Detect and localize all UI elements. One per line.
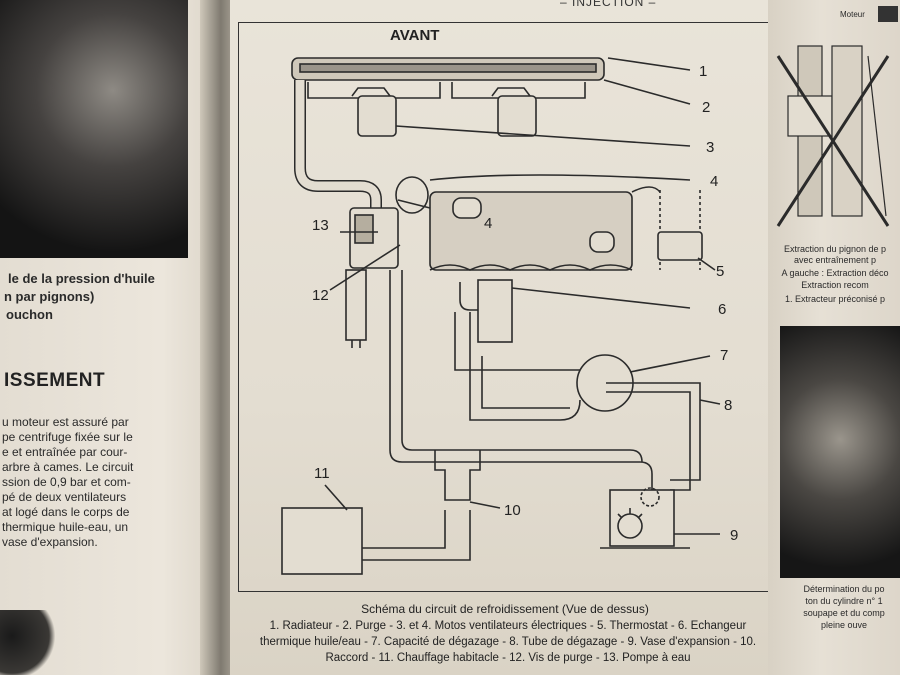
section-tab-icon [878,6,898,22]
diagram-caption-legend: 1. Radiateur - 2. Purge - 3. et 4. Motos… [238,618,778,666]
callout-7: 7 [720,347,728,364]
right-caption-line: avec entraînement p [793,255,877,265]
right-bottom-line: soupape et du comp [803,608,885,618]
diagram-caption-title: Schéma du circuit de refroidissement (Vu… [361,602,649,616]
right-page: Moteur Extraction du pignon de p avec en… [768,0,900,675]
right-bottom-line: Détermination du po [803,584,885,594]
left-bold-line-3: ouchon [6,307,53,322]
left-body-line: pé de deux ventilateurs [2,490,127,504]
callout-3: 3 [706,139,714,156]
callout-5: 5 [716,263,724,280]
left-bold-line-2: n par pignons) [4,289,95,304]
section-tab-label: Moteur [840,10,865,19]
callout-13: 13 [312,217,329,234]
callout-8: 8 [724,397,732,414]
left-body-line: arbre à cames. Le circuit [2,460,134,474]
right-caption-line: Extraction du pignon de p [783,244,887,254]
left-body-line: e et entraînée par cour- [2,445,128,459]
right-caption-line: Extraction recom [801,280,869,290]
callout-12: 12 [312,287,329,304]
left-body-line: u moteur est assuré par [2,415,129,429]
pump-pulley [345,269,367,341]
extractor-figure [776,45,890,227]
engine-photo [0,0,188,258]
bleed-screw [395,176,429,214]
left-section-heading: ISSEMENT [4,370,106,391]
left-body-line: at logé dans le corps de [2,505,130,519]
fan-motor-3 [357,95,397,137]
right-caption-line: 1. Extracteur préconisé p [784,294,886,304]
cabin-heater [281,507,363,575]
left-body-line: pe centrifuge fixée sur le [2,430,133,444]
callout-9: 9 [730,527,738,544]
oil-water-exchanger [477,279,513,343]
right-caption-line: A gauche : Extraction déco [781,268,889,278]
engine-plug [589,231,615,253]
section-header: – INJECTION – [560,0,657,9]
left-body-line: thermique huile-eau, un [2,520,129,534]
left-bold-line-1: le de la pression d'huile [8,271,155,286]
caption-line: Raccord - 11. Chauffage habitacle - 12. … [325,652,691,664]
callout-1: 1 [699,63,707,80]
caption-line: thermique huile/eau - 7. Capacité de dég… [259,636,757,648]
callout-11: 11 [314,465,330,482]
degassing-pipe [459,282,478,311]
left-page: le de la pression d'huile n par pignons)… [0,0,232,675]
right-bottom-line: pleine ouve [820,620,868,630]
left-body-line: ssion de 0,9 bar et com- [2,475,131,489]
oil-filler-cap [452,197,482,219]
caption-line: 1. Radiateur - 2. Purge - 3. et 4. Motos… [269,620,747,632]
callout-10: 10 [504,502,521,519]
valve-train-photo [780,326,900,578]
front-label: AVANT [390,27,439,44]
callout-4: 4 [710,173,718,190]
hand-shadow [0,610,60,675]
callout-4-engine: 4 [484,215,492,232]
callout-2: 2 [702,99,710,116]
fan-shroud [307,82,586,99]
right-bottom-line: ton du cylindre n° 1 [805,596,883,606]
left-body-line: vase d'expansion. [2,535,98,549]
fan-motor-4 [497,95,537,137]
callout-6: 6 [718,301,726,318]
expansion-tank [609,489,675,547]
